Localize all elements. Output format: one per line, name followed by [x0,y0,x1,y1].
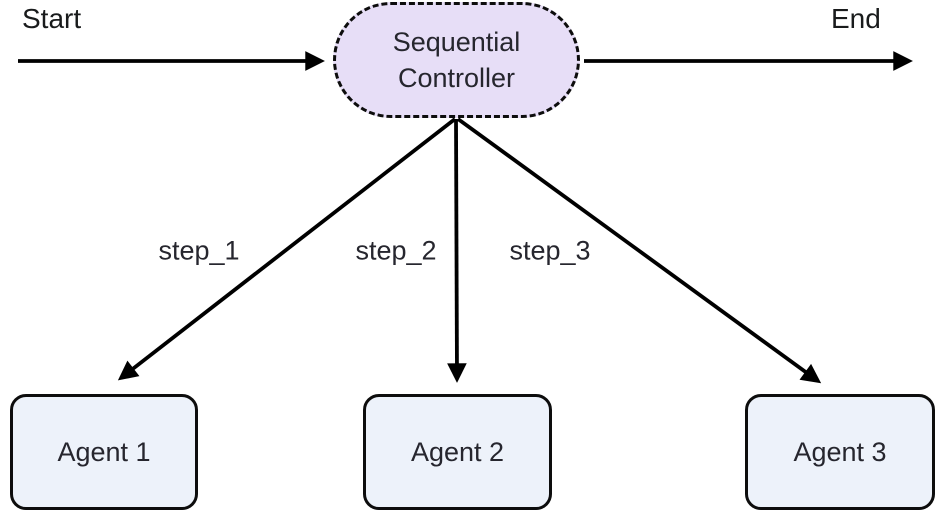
node-agent-1: Agent 1 [10,394,198,510]
agent-2-label: Agent 2 [410,436,505,467]
edge-label-step-2: step_2 [351,235,441,267]
agent-3-label: Agent 3 [793,436,887,467]
edge-controller-to-agent-2 [447,118,467,383]
edge-label-step-1: step_1 [154,235,244,267]
node-agent-3: Agent 3 [745,394,935,510]
node-agent-2: Agent 2 [363,394,552,510]
edge-label-step-3: step_3 [505,235,595,267]
agent-1-label: Agent 1 [57,436,151,467]
controller-node-label: Sequential Controller [392,27,521,93]
end-label: End [831,3,881,34]
start-label: Start [22,3,82,34]
node-sequential-controller: Sequential Controller [333,2,580,118]
